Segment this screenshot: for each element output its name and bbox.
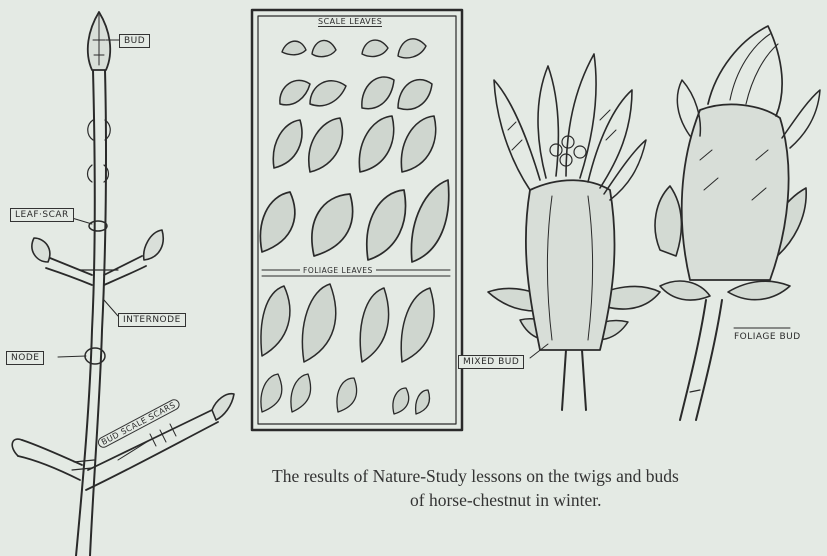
twig-drawing bbox=[12, 12, 234, 556]
label-node: NODE bbox=[6, 351, 44, 365]
label-bud: BUD bbox=[119, 34, 150, 48]
label-foliage-leaves: FOLIAGE LEAVES bbox=[300, 266, 376, 275]
label-scale-leaves: SCALE LEAVES bbox=[318, 17, 382, 27]
foliage-bud-drawing bbox=[655, 26, 820, 420]
label-internode: INTERNODE bbox=[118, 313, 186, 327]
label-mixed-bud: MIXED BUD bbox=[458, 355, 524, 369]
caption-line-1: The results of Nature-Study lessons on t… bbox=[250, 464, 810, 488]
leaf-card bbox=[252, 10, 462, 430]
label-foliage-bud: FOLIAGE BUD bbox=[734, 332, 801, 342]
caption: The results of Nature-Study lessons on t… bbox=[250, 464, 810, 512]
caption-line-2: of horse-chestnut in winter. bbox=[250, 488, 810, 512]
label-leaf-scar: LEAF·SCAR bbox=[10, 208, 74, 222]
